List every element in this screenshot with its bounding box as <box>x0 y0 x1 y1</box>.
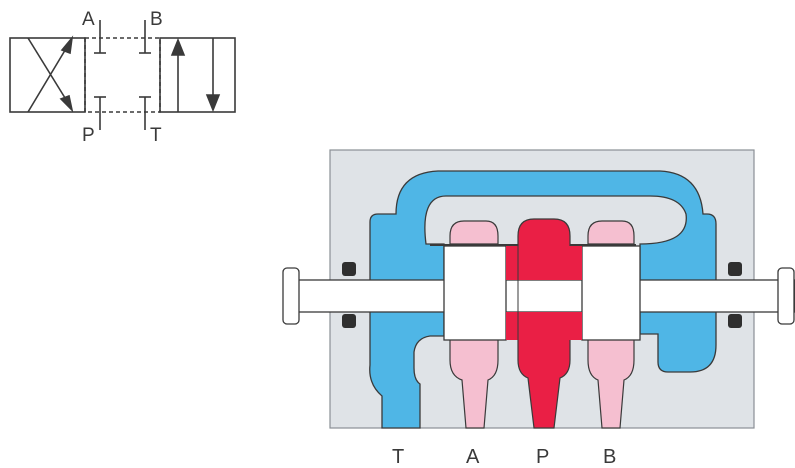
parallel-arrowhead-up <box>170 37 186 56</box>
cross-arrowhead-2 <box>59 94 74 113</box>
symbol-box-center <box>84 37 161 113</box>
valve-port-label-b: B <box>603 446 616 468</box>
spool-land-left <box>443 245 507 341</box>
seal-left-bottom <box>342 314 356 328</box>
shaft-end-right <box>777 267 795 325</box>
port-b-lower <box>587 337 635 429</box>
valve-port-label-a: A <box>466 446 480 468</box>
spool-shaft <box>289 279 795 313</box>
port-b-passage <box>587 220 635 245</box>
valve-port-label-p: P <box>536 446 549 468</box>
seal-right-bottom <box>728 314 742 328</box>
symbol-box-right <box>159 37 236 113</box>
symbol-label-t: T <box>150 125 162 146</box>
pressure-over-shaft-bottom <box>506 312 582 340</box>
port-a-lower <box>449 337 499 429</box>
valve-graphic-symbol <box>9 20 236 130</box>
port-a-passage <box>449 220 499 245</box>
cross-arrow-line-2 <box>27 37 71 107</box>
symbol-label-b: B <box>150 9 163 30</box>
valve-port-label-t: T <box>392 446 404 468</box>
seal-right-top <box>728 262 742 276</box>
symbol-label-a: A <box>82 9 95 30</box>
cross-arrowhead-1 <box>60 35 74 55</box>
spool-land-right <box>581 245 641 341</box>
parallel-arrowhead-down <box>205 94 221 113</box>
cross-arrow-line-1 <box>27 41 71 113</box>
symbol-label-p: P <box>82 125 95 146</box>
seal-left-top <box>342 262 356 276</box>
valve-cutaway <box>282 149 795 429</box>
shaft-end-left <box>282 267 300 325</box>
pressure-over-shaft-top <box>506 246 582 280</box>
symbol-box-left <box>9 37 86 113</box>
